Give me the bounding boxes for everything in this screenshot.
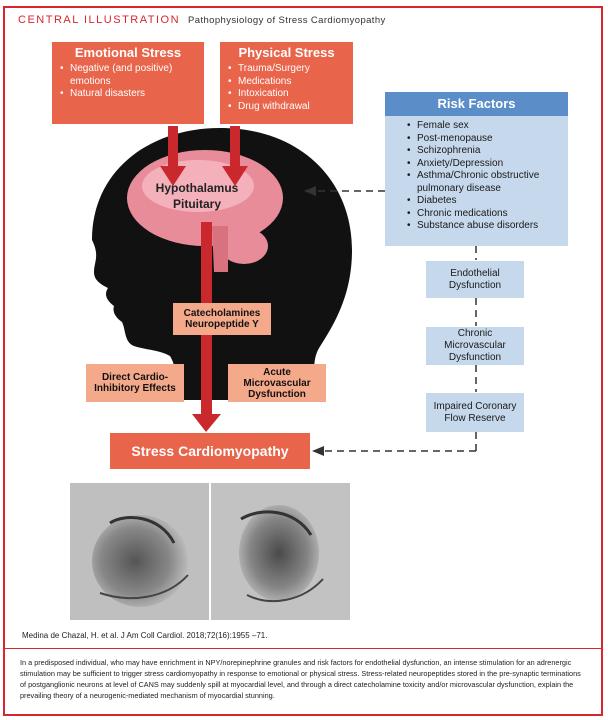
risk-factors-box: Risk Factors Female sex Post-menopause S… <box>385 92 568 246</box>
illustration-frame <box>3 6 603 716</box>
emotional-stress-title: Emotional Stress <box>74 45 182 60</box>
head-silhouette-graphic <box>92 126 477 456</box>
angiogram-image-left <box>70 483 209 620</box>
arrowhead-risk <box>304 186 316 196</box>
list-item: Natural disasters <box>60 88 196 101</box>
list-item: Post-menopause <box>407 133 558 146</box>
impaired-flow-box: Impaired Coronary Flow Reserve <box>426 393 524 432</box>
physical-stress-title: Physical Stress <box>238 45 335 60</box>
list-item: Anxiety/Depression <box>407 158 558 171</box>
dashed-connectors <box>314 190 477 452</box>
direct-effects-box: Direct Cardio-Inhibitory Effects <box>86 364 184 402</box>
list-item: Intoxication <box>228 88 345 101</box>
header-title: Pathophysiology of Stress Cardiomyopathy <box>188 15 386 26</box>
hypothalamus-label: Hypothalamus <box>155 181 239 195</box>
header-label: CENTRAL ILLUSTRATION <box>18 14 181 26</box>
list-item: Trauma/Surgery <box>228 63 345 76</box>
caption: In a predisposed individual, who may hav… <box>20 658 581 700</box>
angiogram-image-right <box>211 483 350 620</box>
list-item: Schizophrenia <box>407 145 558 158</box>
emotional-stress-list: Negative (and positive) emotions Natural… <box>60 63 196 101</box>
list-item: Substance abuse disorders <box>407 220 558 233</box>
acute-microvascular-box: Acute Microvascular Dysfunction <box>228 364 326 402</box>
list-item: Medications <box>228 76 345 89</box>
physical-stress-box: Physical Stress Trauma/Surgery Medicatio… <box>220 42 353 124</box>
emotional-stress-box: Emotional Stress Negative (and positive)… <box>52 42 204 124</box>
list-item: Chronic medications <box>407 208 558 221</box>
risk-factors-list: Female sex Post-menopause Schizophrenia … <box>385 116 568 233</box>
citation: Medina de Chazal, H. et al. J Am Coll Ca… <box>22 631 268 640</box>
header: CENTRAL ILLUSTRATION Pathophysiology of S… <box>18 14 386 26</box>
endothelial-box: Endothelial Dysfunction <box>426 261 524 298</box>
cerebellum <box>220 228 268 264</box>
list-item: Asthma/Chronic obstructive pulmonary dis… <box>407 170 558 195</box>
list-item: Negative (and positive) emotions <box>60 63 196 88</box>
stress-cardiomyopathy-box: Stress Cardiomyopathy <box>110 433 310 469</box>
physical-stress-list: Trauma/Surgery Medications Intoxication … <box>228 63 345 113</box>
catecholamines-box: Catecholamines Neuropeptide Y <box>173 303 271 335</box>
divider <box>3 648 603 649</box>
risk-factors-title: Risk Factors <box>385 92 568 116</box>
list-item: Drug withdrawal <box>228 101 345 114</box>
list-item: Female sex <box>407 120 558 133</box>
brainstem <box>212 226 228 272</box>
list-item: Diabetes <box>407 195 558 208</box>
pituitary-label: Pituitary <box>172 197 221 211</box>
arrowhead-stress <box>312 446 324 456</box>
chronic-microvascular-box: Chronic Microvascular Dysfunction <box>426 327 524 365</box>
